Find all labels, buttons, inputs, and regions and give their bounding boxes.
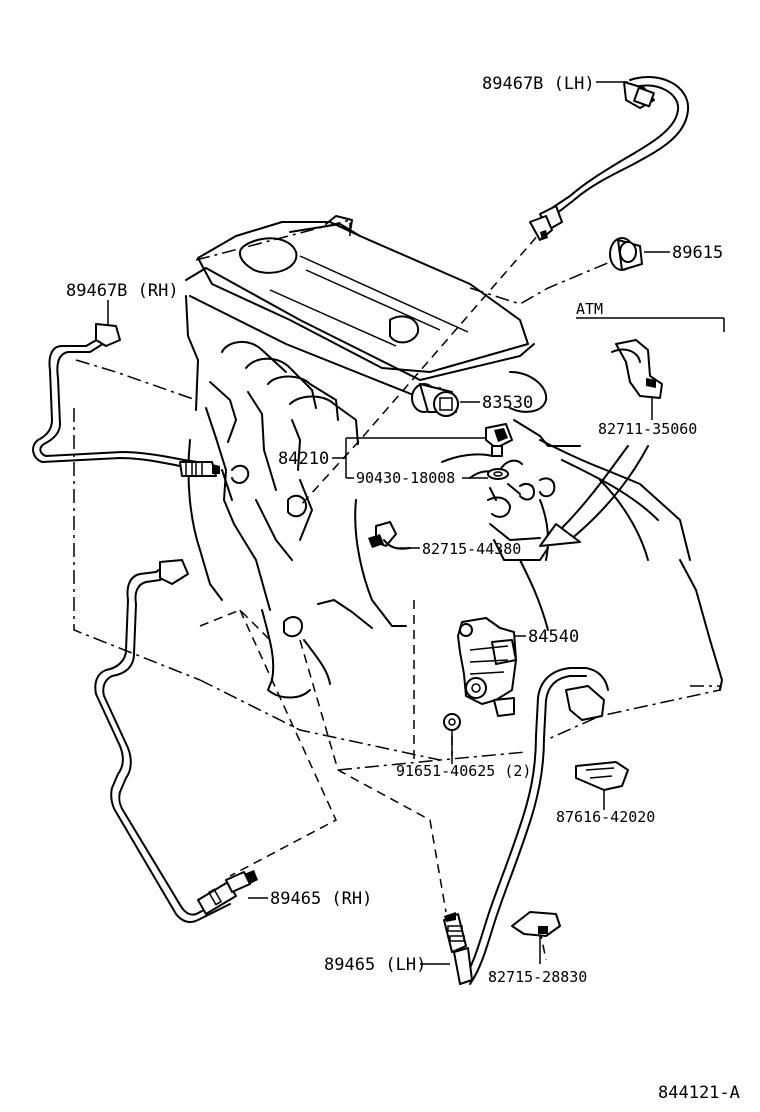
label-91651-40625: 91651-40625 (2) [396, 762, 531, 780]
label-89467b-lh: 89467B (LH) [482, 74, 595, 94]
label-89467b-rh: 89467B (RH) [66, 281, 179, 301]
label-82711-35060: 82711-35060 [598, 420, 697, 438]
figure-id: 844121-A [658, 1083, 740, 1103]
neutral-switch-84540 [443, 617, 526, 764]
o2-sensor-89465-rh [94, 559, 268, 923]
label-84540: 84540 [528, 627, 579, 647]
label-82715-44380: 82715-44380 [422, 540, 521, 558]
part-labels: 89467B (LH) 89615 89467B (RH) ATM 83530 … [66, 74, 740, 1103]
sensor-82715-28830 [511, 911, 561, 964]
knock-sensor-89615 [609, 237, 670, 271]
engine-block [185, 215, 723, 699]
o2-sensor-89465-lh [420, 667, 609, 985]
clamp-87616 [575, 761, 629, 810]
dashed-outlines [73, 219, 721, 961]
label-87616-42020: 87616-42020 [556, 808, 655, 826]
o2-sensor-89467b-rh [32, 300, 220, 477]
label-84210: 84210 [278, 449, 329, 469]
label-89615: 89615 [672, 243, 723, 263]
label-90430-18008: 90430-18008 [356, 469, 455, 487]
label-89465-rh: 89465 (RH) [270, 889, 372, 909]
label-atm: ATM [576, 300, 603, 318]
o2-sensor-89467b-lh [529, 75, 690, 241]
label-82715-28830: 82715-28830 [488, 968, 587, 986]
label-89465-lh: 89465 (LH) [324, 955, 426, 975]
sensor-84210-assembly [332, 423, 513, 480]
sensor-82715-44380 [368, 521, 420, 550]
atm-bracket-82711 [539, 317, 725, 547]
label-83530: 83530 [482, 393, 533, 413]
oil-pressure-switch-83530 [411, 383, 480, 417]
